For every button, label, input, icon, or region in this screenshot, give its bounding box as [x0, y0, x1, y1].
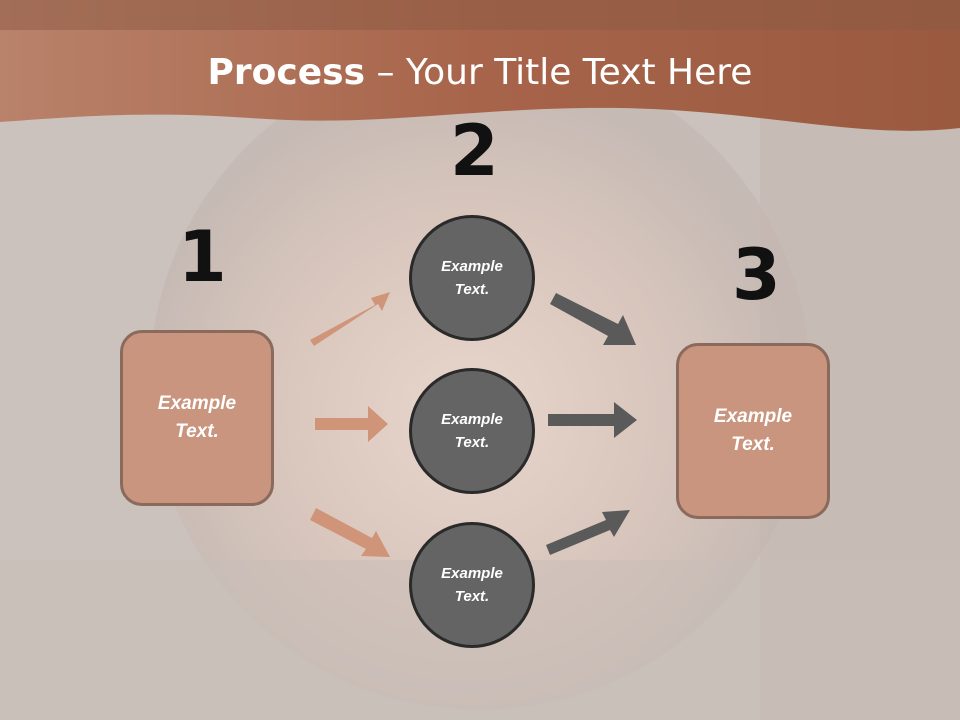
header-band [0, 0, 960, 131]
title-rest: – Your Title Text Here [365, 52, 753, 93]
title-bold: Process [207, 52, 366, 93]
left-box-line2: Text. [175, 421, 219, 442]
circle-middle: Example Text. [409, 368, 535, 494]
slide-title: Process – Your Title Text Here [0, 52, 960, 93]
step-number-1: 1 [178, 216, 227, 298]
right-box-line2: Text. [731, 434, 775, 455]
circle-bottom-line1: Example [441, 564, 503, 582]
step-number-2: 2 [450, 110, 499, 192]
circle-bottom-line2: Text. [454, 588, 490, 605]
circle-top-line1: Example [441, 257, 503, 275]
left-box-line1: Example [157, 392, 237, 414]
left-arrow-down [310, 508, 390, 557]
right-text-box: Example Text. [676, 343, 830, 519]
step-number-3: 3 [732, 234, 781, 316]
circle-top-line2: Text. [454, 281, 490, 298]
circle-middle-line1: Example [441, 410, 503, 428]
right-arrow-up [550, 293, 636, 345]
circle-middle-line2: Text. [454, 434, 490, 451]
left-arrow-mid [315, 406, 388, 442]
right-box-line1: Example [713, 405, 793, 427]
left-text-box: Example Text. [120, 330, 274, 506]
left-arrow-up [310, 292, 390, 346]
right-arrow-mid [548, 402, 637, 438]
right-arrow-down [546, 510, 630, 555]
circle-bottom: Example Text. [409, 522, 535, 648]
circle-top: Example Text. [409, 215, 535, 341]
